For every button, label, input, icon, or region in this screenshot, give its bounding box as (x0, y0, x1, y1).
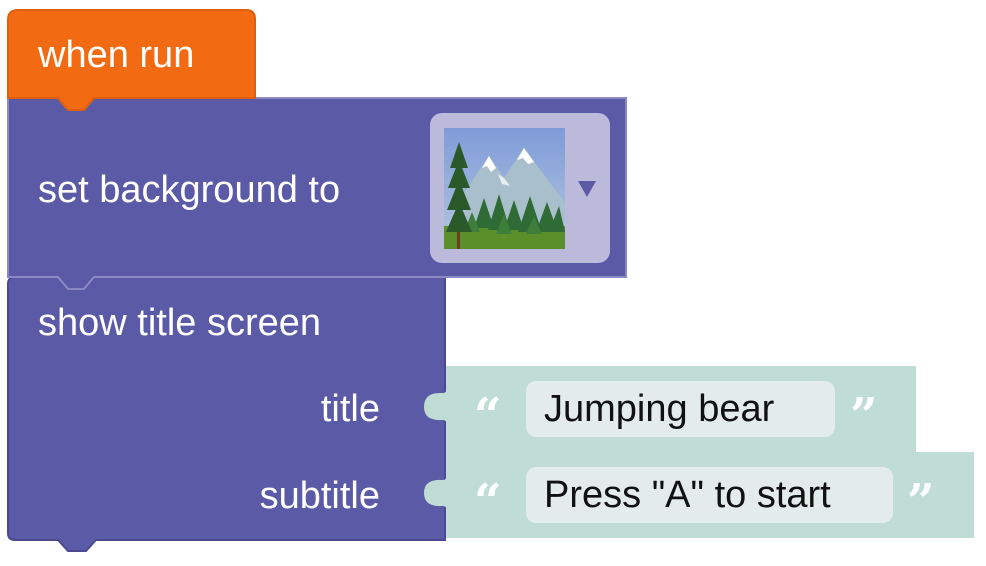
when-run-hat-block[interactable] (7, 9, 256, 111)
open-quote-icon: “ (474, 388, 502, 444)
title-text-field[interactable]: Jumping bear (526, 381, 835, 437)
chevron-down-icon (578, 181, 596, 197)
show-title-screen-label: show title screen (38, 302, 322, 344)
subtitle-param-label: subtitle (259, 475, 380, 517)
set-background-label: set background to (38, 169, 341, 211)
open-quote-icon: “ (474, 474, 502, 530)
subtitle-text-field[interactable]: Press "A" to start (526, 467, 893, 523)
close-quote-icon: ” (850, 388, 878, 444)
show-title-screen-block[interactable] (7, 276, 446, 552)
background-dropdown[interactable] (430, 113, 610, 263)
title-param-label: title (320, 388, 380, 430)
forest-mountain-landscape-icon (444, 128, 565, 249)
close-quote-icon: ” (907, 474, 935, 530)
when-run-label: when run (38, 34, 195, 76)
